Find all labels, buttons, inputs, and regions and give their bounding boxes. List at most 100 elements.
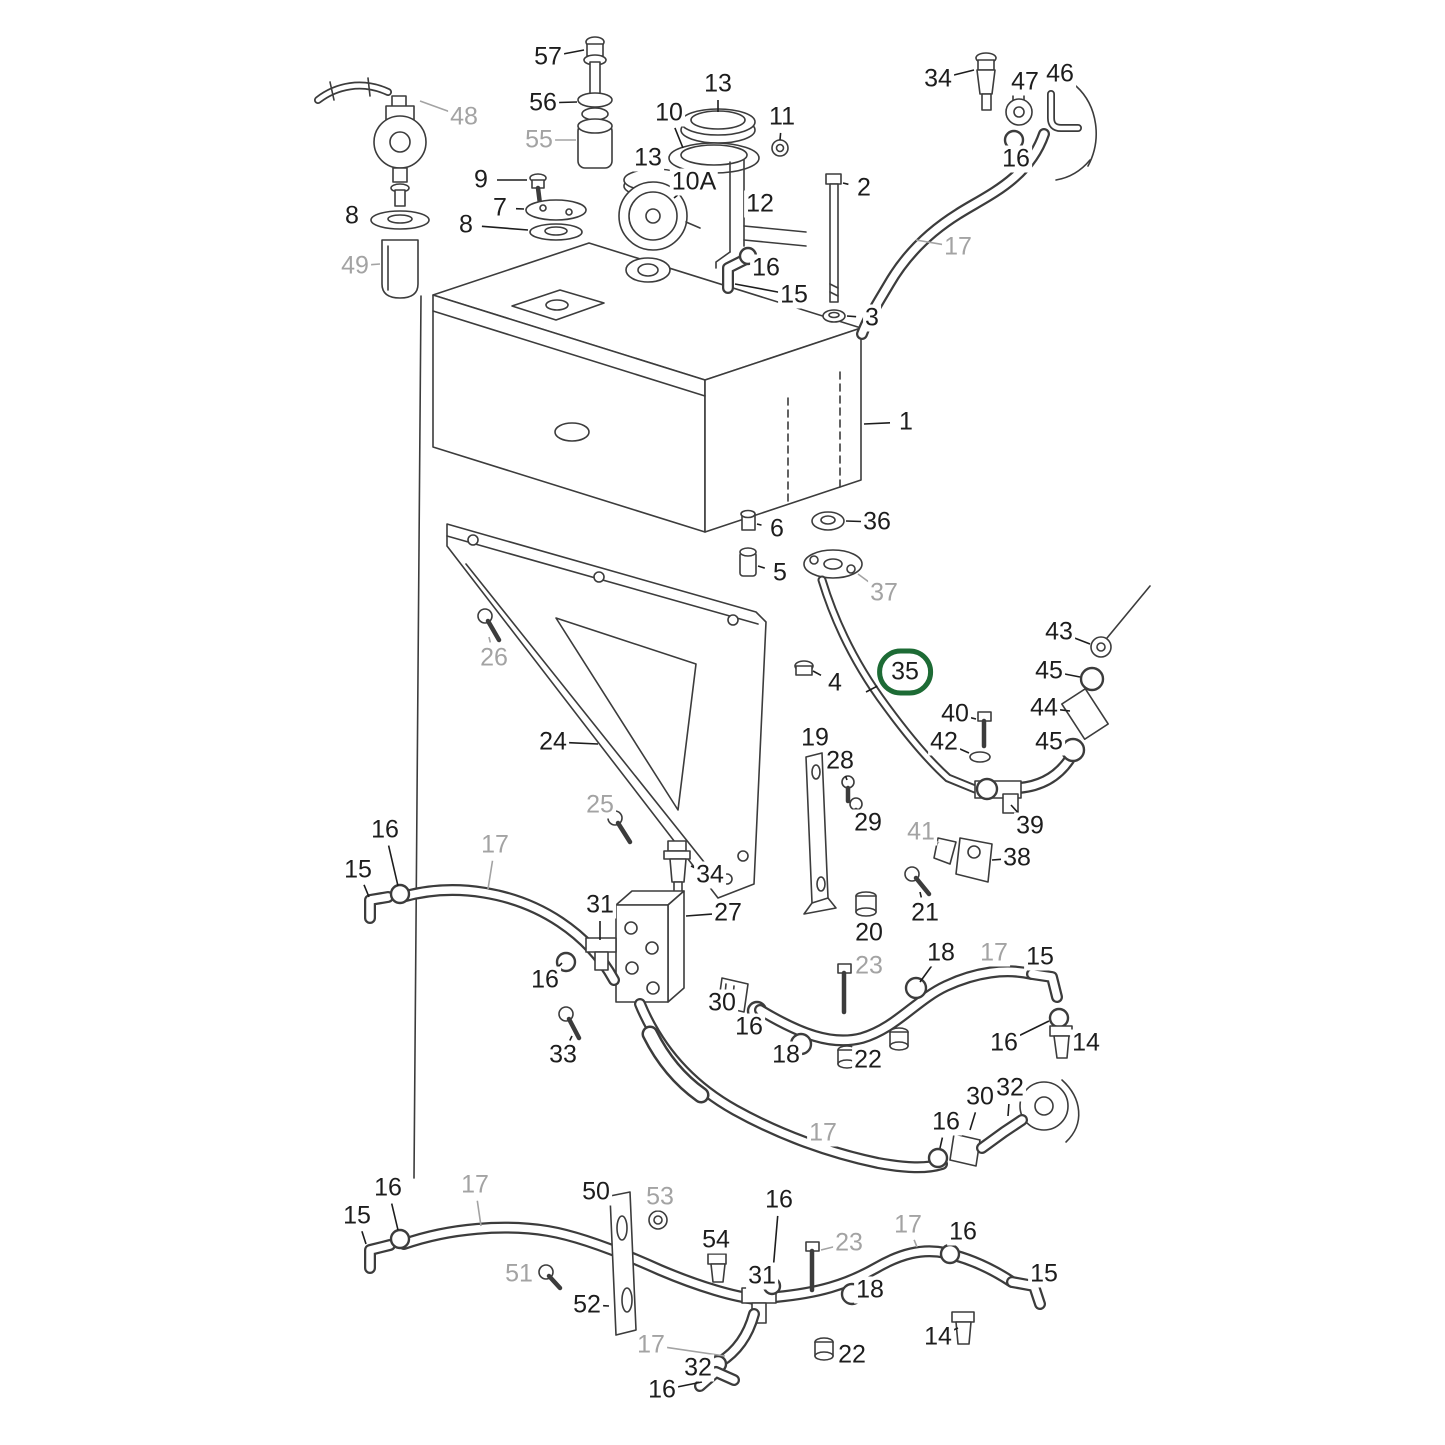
mounting-bracket (446, 523, 767, 899)
leader-line-15 (363, 884, 370, 898)
leader-line-49 (370, 263, 381, 266)
vent-assembly (314, 77, 430, 299)
leader-line-40 (970, 716, 977, 720)
bottom-left-hose (364, 1191, 762, 1336)
part-label-16: 16 (369, 815, 401, 844)
part-label-45: 45 (1033, 656, 1065, 685)
leader-line-28 (844, 775, 848, 781)
part-label-50: 50 (580, 1177, 612, 1206)
leader-line-48 (419, 100, 450, 113)
part-label-51: 51 (503, 1259, 535, 1288)
part-label-13: 13 (632, 143, 664, 172)
part-label-31: 31 (746, 1261, 778, 1290)
part-label-53: 53 (644, 1182, 676, 1211)
part-label-11: 11 (767, 102, 797, 131)
leader-line-1 (863, 422, 891, 425)
leader-line-6 (756, 523, 762, 526)
leader-line-45 (1064, 673, 1081, 678)
leader-line-42 (958, 747, 970, 754)
part-label-16: 16 (750, 253, 782, 282)
part-label-18: 18 (925, 938, 957, 967)
leader-line-8 (481, 225, 529, 231)
part-label-23: 23 (853, 951, 885, 980)
part-label-28: 28 (824, 746, 856, 775)
part-label-16: 16 (646, 1375, 678, 1404)
part-label-8: 8 (457, 210, 475, 239)
part-label-17: 17 (807, 1118, 839, 1147)
part-label-27: 27 (712, 898, 744, 927)
part-label-3: 3 (863, 303, 881, 332)
part-label-34: 34 (694, 860, 726, 889)
part-label-2: 2 (855, 173, 873, 202)
dipstick-bracket-and-bolt (715, 159, 846, 323)
part-label-44: 44 (1028, 693, 1060, 722)
panel-edge-line (413, 295, 422, 1179)
leader-line-32 (1007, 1103, 1010, 1117)
leader-line-30 (969, 1112, 977, 1131)
part-label-16: 16 (529, 965, 561, 994)
part-label-56: 56 (527, 88, 559, 117)
oil-tank (432, 242, 862, 533)
outlet-flange-and-pipe (739, 509, 980, 794)
part-label-15: 15 (778, 280, 810, 309)
leader-line-35 (865, 685, 878, 693)
part-label-57: 57 (532, 42, 564, 71)
leader-line-33 (569, 1035, 573, 1041)
part-label-47: 47 (1009, 67, 1041, 96)
part-label-34: 34 (922, 64, 954, 93)
support-bracket (803, 752, 932, 917)
suction-hose-left (364, 883, 620, 986)
sender-plate-parts (525, 173, 587, 241)
part-label-52: 52 (571, 1290, 603, 1319)
part-label-4: 4 (826, 668, 844, 697)
part-label-16: 16 (733, 1012, 765, 1041)
leader-line-11 (779, 132, 782, 141)
return-fitting-assembly (856, 52, 1097, 340)
leader-line-16 (390, 1203, 399, 1231)
part-label-16: 16 (763, 1185, 795, 1214)
part-label-25: 25 (584, 790, 616, 819)
leader-line-15 (734, 283, 779, 293)
leader-line-24 (568, 741, 599, 745)
leader-line-57 (563, 49, 585, 55)
part-label-17: 17 (942, 232, 974, 261)
part-label-39: 39 (1014, 811, 1046, 840)
part-label-26: 26 (478, 643, 510, 672)
part-label-37: 37 (868, 578, 900, 607)
leader-line-34 (953, 69, 975, 76)
part-label-10A: 10A (669, 167, 719, 196)
part-label-16: 16 (947, 1217, 979, 1246)
part-label-29: 29 (852, 808, 884, 837)
part-label-31: 31 (584, 890, 616, 919)
part-label-20: 20 (853, 918, 885, 947)
leader-line-18 (919, 965, 933, 983)
right-hose-assembly (933, 585, 1151, 883)
part-label-30: 30 (964, 1082, 996, 1111)
part-label-42: 42 (928, 727, 960, 756)
leader-line-38 (991, 858, 1002, 861)
part-label-55: 55 (523, 125, 555, 154)
lower-hose (634, 998, 1080, 1174)
part-label-8: 8 (343, 201, 361, 230)
leader-line-5 (757, 565, 766, 569)
part-label-30: 30 (706, 988, 738, 1017)
part-label-17: 17 (978, 938, 1010, 967)
part-label-15: 15 (1028, 1259, 1060, 1288)
part-label-54: 54 (700, 1225, 732, 1254)
part-label-18: 18 (770, 1040, 802, 1069)
part-label-36: 36 (861, 507, 893, 536)
part-label-12: 12 (744, 189, 776, 218)
part-label-21: 21 (909, 898, 941, 927)
part-label-16: 16 (930, 1107, 962, 1136)
part-label-15: 15 (1024, 942, 1056, 971)
part-label-32: 32 (682, 1353, 714, 1382)
leader-line-16 (387, 845, 399, 887)
leader-line-16 (939, 1137, 944, 1149)
part-label-17: 17 (892, 1210, 924, 1239)
part-label-13: 13 (702, 69, 734, 98)
leader-line-17 (487, 860, 494, 890)
part-label-16: 16 (1000, 144, 1032, 173)
leader-line-44 (1059, 709, 1071, 712)
